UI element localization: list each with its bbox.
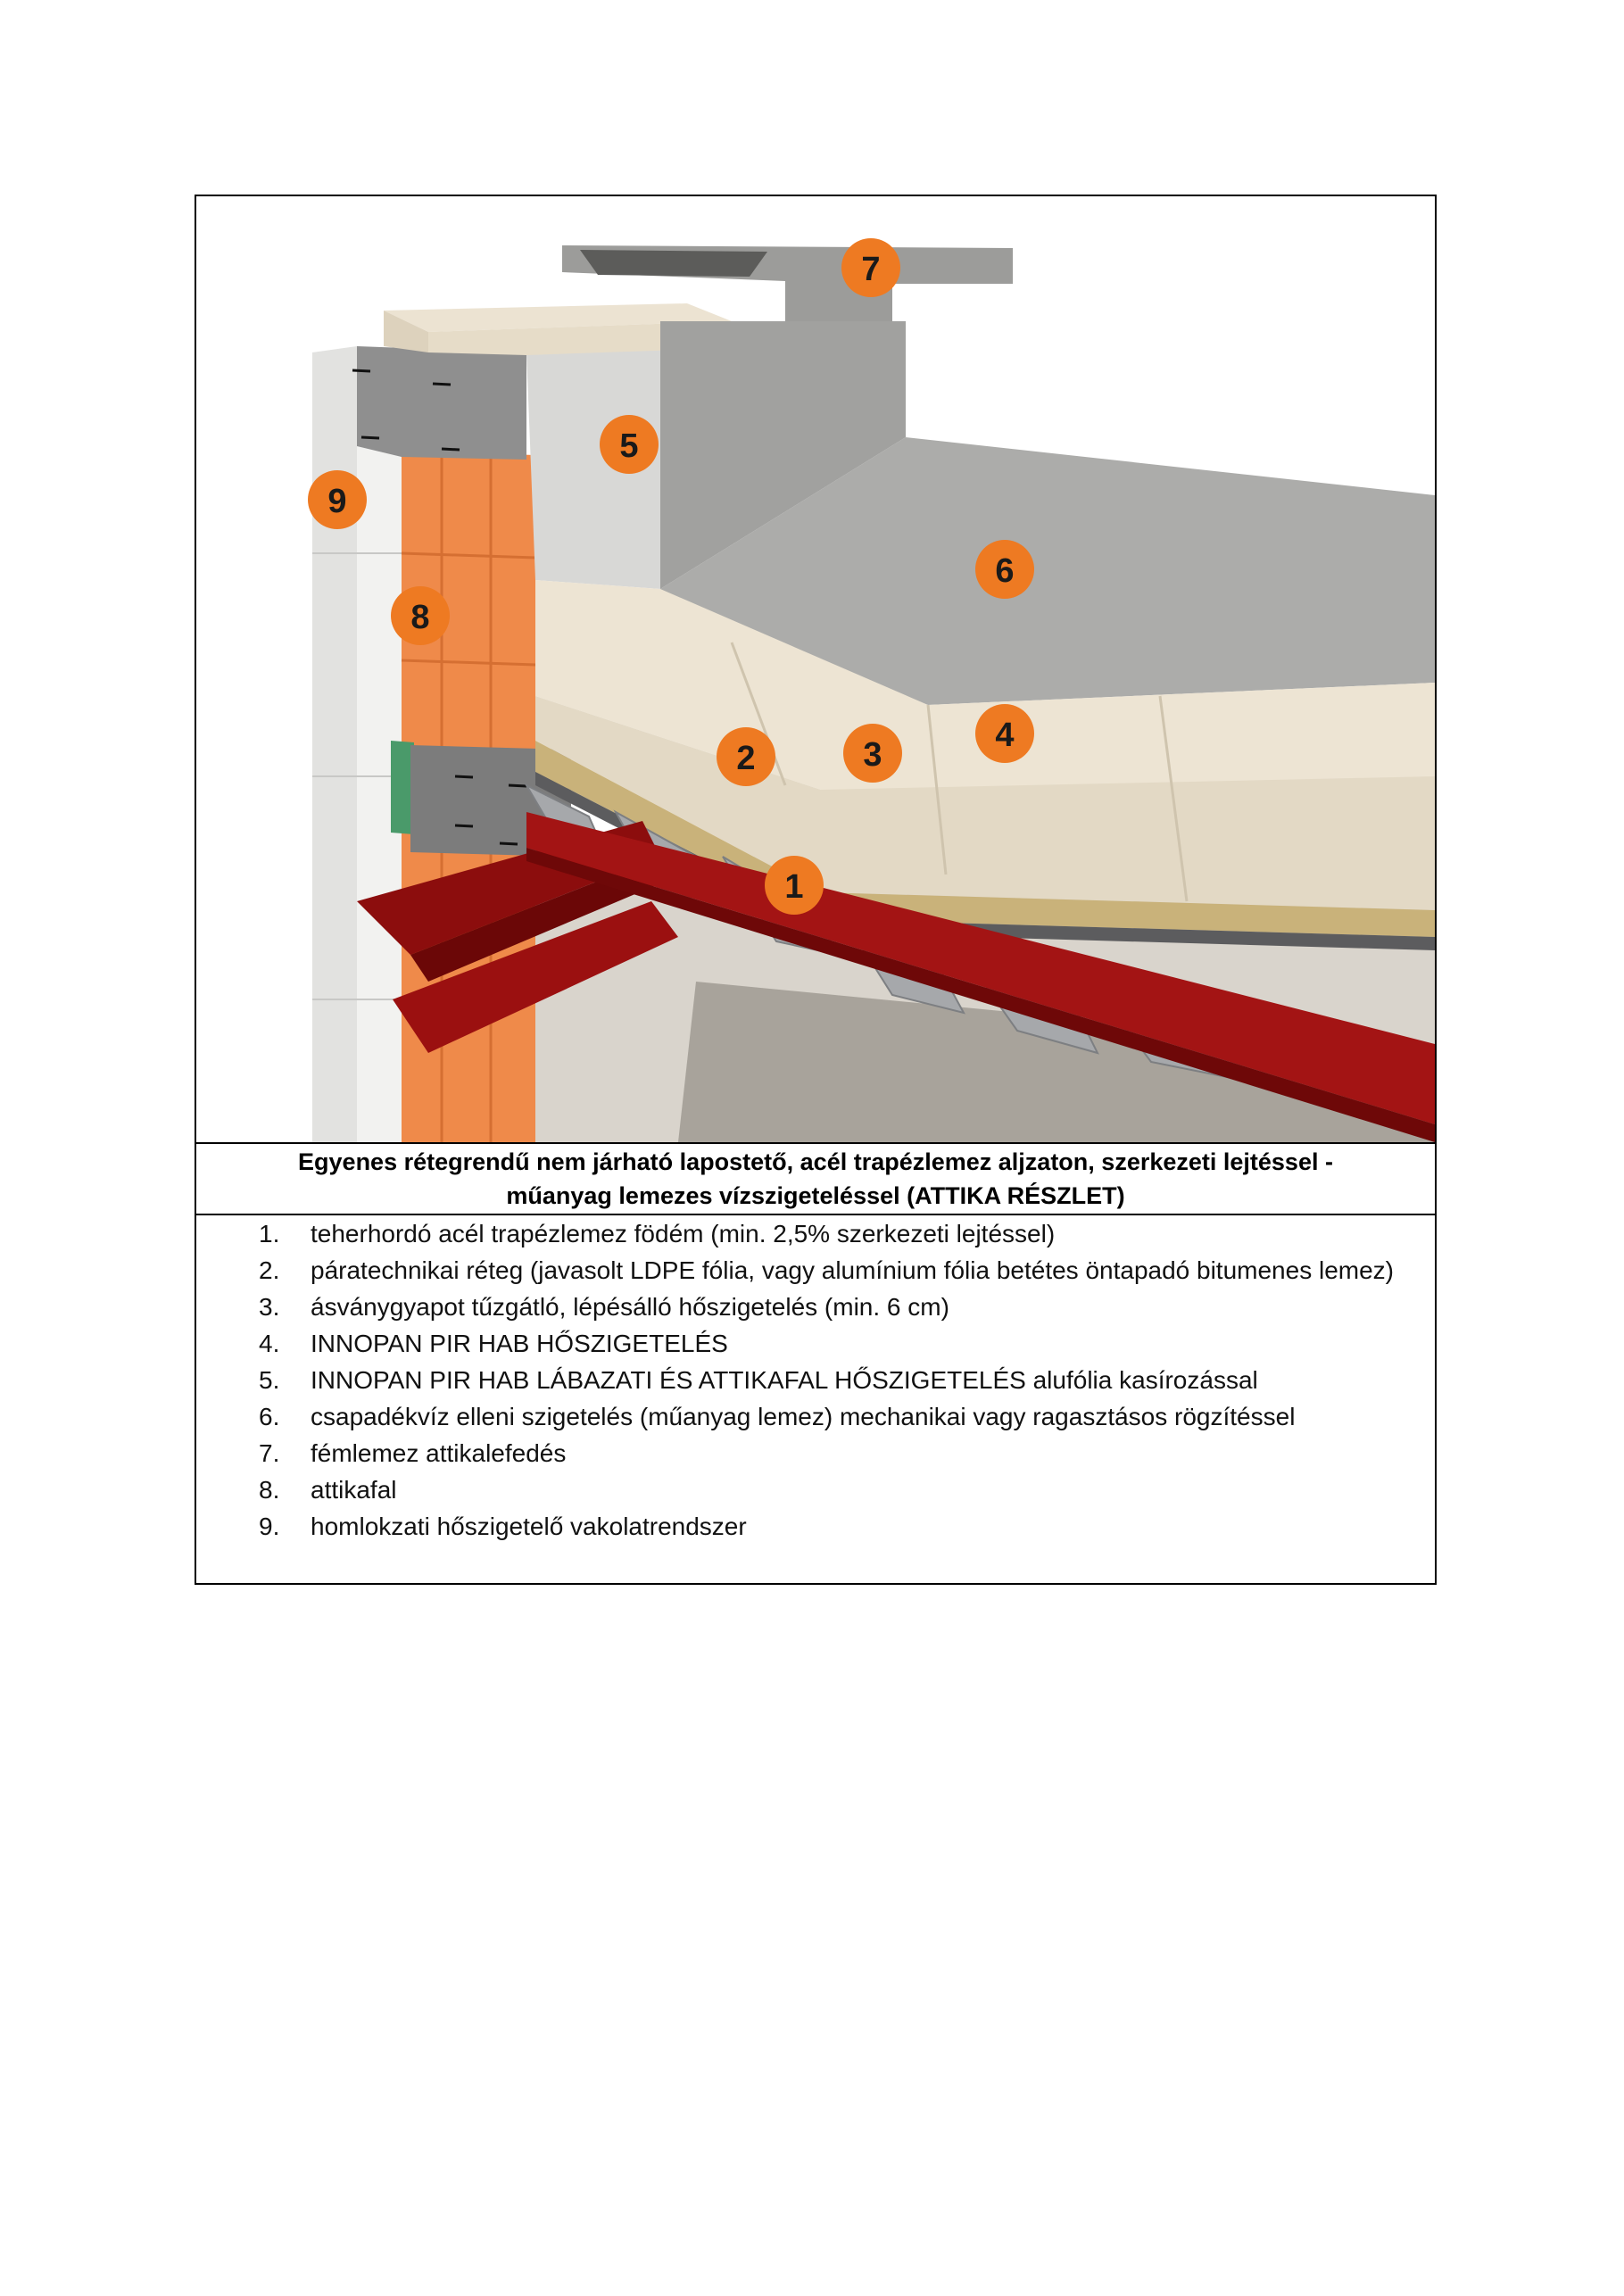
legend-item: 9. homlokzati hőszigetelő vakolatrendszer [196, 1508, 1435, 1545]
svg-text:1: 1 [784, 868, 803, 906]
mineral-wool-layer [535, 741, 1435, 937]
legend-number: 3. [259, 1293, 280, 1321]
parapet-top-board [384, 303, 732, 332]
legend-number: 7. [259, 1439, 280, 1467]
legend-item: 6. csapadékvíz elleni szigetelés (műanyag… [196, 1398, 1435, 1435]
svg-text:4: 4 [995, 717, 1014, 754]
marker-2: 2 [717, 727, 775, 786]
membrane-upstand [660, 321, 906, 589]
legend-item: 7. fémlemez attikalefedés [196, 1435, 1435, 1471]
svg-text:8: 8 [410, 599, 429, 636]
marker-7: 7 [841, 238, 900, 297]
legend-number: 9. [259, 1513, 280, 1540]
figure-caption: Egyenes rétegrendű nem járható lapostető… [196, 1142, 1435, 1215]
detail-frame: 7 5 9 6 8 4 3 [195, 195, 1437, 1585]
legend-item: 1. teherhordó acél trapézlemez födém (min… [196, 1215, 1435, 1252]
legend-item: 5. INNOPAN PIR HAB LÁBAZATI ÉS ATTIKAFAL … [196, 1362, 1435, 1398]
wall-shadow [678, 982, 1435, 1142]
legend-text: csapadékvíz elleni szigetelés (műanyag l… [311, 1403, 1296, 1430]
layer-legend: 1. teherhordó acél trapézlemez födém (min… [196, 1215, 1435, 1545]
svg-text:2: 2 [736, 740, 755, 777]
roof-section-drawing: 7 5 9 6 8 4 3 [308, 238, 1435, 1142]
roof-membrane [660, 437, 1435, 705]
green-strip [391, 741, 414, 834]
caption-line-1: Egyenes rétegrendű nem járható lapostető… [298, 1148, 1333, 1175]
svg-text:6: 6 [995, 552, 1014, 590]
concrete-cap-block [357, 346, 526, 460]
marker-4: 4 [975, 704, 1034, 763]
facade-render-face [357, 346, 402, 1142]
marker-1: 1 [765, 856, 824, 915]
steel-beam-long [526, 812, 1435, 1124]
legend-text: fémlemez attikalefedés [311, 1439, 567, 1467]
legend-text: INNOPAN PIR HAB HŐSZIGETELÉS [311, 1330, 728, 1357]
pir-boards-front [535, 696, 1435, 910]
legend-item: 4. INNOPAN PIR HAB HŐSZIGETELÉS [196, 1325, 1435, 1362]
legend-item: 8. attikafal [196, 1471, 1435, 1508]
parapet-insulation [526, 339, 660, 589]
legend-text: ásványgyapot tűzgátló, lépésálló hőszige… [311, 1293, 949, 1321]
legend-number: 5. [259, 1366, 280, 1394]
legend-text: páratechnikai réteg (javasolt LDPE fólia… [311, 1256, 1394, 1284]
svg-text:3: 3 [863, 736, 882, 774]
caption-line-2: műanyag lemezes vízszigeteléssel (ATTIKA… [506, 1182, 1125, 1209]
svg-text:5: 5 [619, 427, 638, 465]
svg-text:9: 9 [327, 483, 346, 520]
legend-item: 3. ásványgyapot tűzgátló, lépésálló hőszi… [196, 1289, 1435, 1325]
marker-9: 9 [308, 470, 367, 529]
facade-render [312, 346, 357, 1142]
marker-3: 3 [843, 724, 902, 783]
legend-text: INNOPAN PIR HAB LÁBAZATI ÉS ATTIKAFAL HŐ… [311, 1366, 1258, 1394]
legend-number: 1. [259, 1220, 280, 1247]
svg-text:7: 7 [861, 251, 880, 288]
legend-number: 8. [259, 1476, 280, 1504]
legend-number: 2. [259, 1256, 280, 1284]
legend-text: teherhordó acél trapézlemez födém (min. … [311, 1220, 1056, 1247]
legend-item: 2. páratechnikai réteg (javasolt LDPE fól… [196, 1252, 1435, 1289]
legend-text: attikafal [311, 1476, 397, 1504]
marker-6: 6 [975, 540, 1034, 599]
marker-5: 5 [600, 415, 659, 474]
legend-text: homlokzati hőszigetelő vakolatrendszer [311, 1513, 747, 1540]
legend-number: 4. [259, 1330, 280, 1357]
roof-section-illustration: 7 5 9 6 8 4 3 [196, 196, 1435, 1142]
legend-number: 6. [259, 1403, 280, 1430]
marker-8: 8 [391, 586, 450, 645]
